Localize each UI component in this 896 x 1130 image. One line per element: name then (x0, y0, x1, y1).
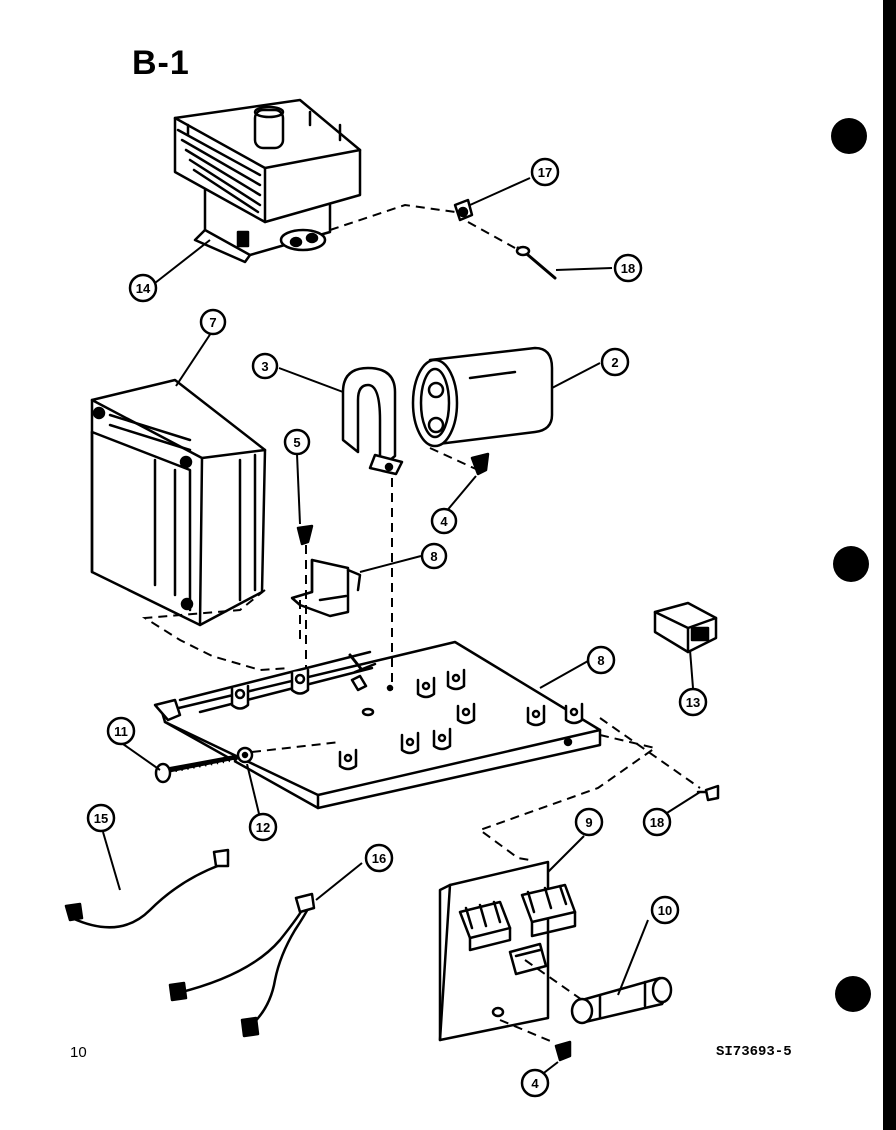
callout-8-plate: 8 (586, 645, 616, 675)
callout-label: 8 (430, 549, 437, 564)
assembly-guide-lines (141, 203, 701, 1044)
page-edge (883, 0, 896, 1130)
transformer-part (90, 378, 267, 627)
callout-18-top: 18 (613, 253, 643, 283)
binder-hole-middle (833, 546, 869, 582)
callout-label: 17 (538, 165, 552, 180)
base-plate-part (153, 640, 602, 810)
diagram-title: B-1 (132, 44, 190, 82)
binder-hole-bottom (835, 976, 871, 1012)
callout-18-lower: 18 (642, 807, 672, 837)
callout-label: 3 (261, 359, 268, 374)
callout-2: 2 (600, 347, 630, 377)
callout-4-upper: 4 (430, 507, 458, 535)
filter-clip-part (453, 198, 474, 222)
callout-7: 7 (199, 308, 227, 336)
callout-label: 18 (650, 815, 664, 830)
diagram-code: SI73693-5 (716, 1044, 792, 1060)
callout-label: 14 (136, 281, 151, 296)
connector-part (653, 601, 718, 654)
callout-label: 2 (611, 355, 618, 370)
washer-part (236, 746, 254, 764)
callout-16: 16 (364, 843, 394, 873)
callout-label: 5 (293, 435, 300, 450)
callout-label: 8 (597, 653, 604, 668)
callout-label: 7 (209, 315, 216, 330)
callout-5: 5 (283, 428, 311, 456)
callout-label: 10 (658, 903, 672, 918)
capacitor-bracket-part (341, 366, 404, 476)
callout-balloons: 17 18 14 7 3 2 5 4 8 8 13 11 12 18 15 16… (86, 157, 708, 1098)
callout-14: 14 (128, 273, 158, 303)
screw-part-upper (470, 452, 490, 476)
wire-lead-15 (64, 848, 230, 929)
callout-15: 15 (86, 803, 116, 833)
screw-part-lower (554, 1040, 572, 1062)
callout-leaders (102, 177, 701, 1080)
callout-label: 4 (531, 1076, 539, 1091)
callout-label: 11 (114, 724, 128, 739)
fuse-holder-board-part (438, 860, 577, 1042)
callout-12: 12 (248, 812, 278, 842)
magnetron-part (173, 98, 362, 264)
callout-label: 13 (686, 695, 700, 710)
callout-label: 18 (621, 261, 635, 276)
callout-8-bracket: 8 (420, 542, 448, 570)
bolt-part (154, 755, 238, 784)
binder-hole-top (831, 118, 867, 154)
callout-9: 9 (574, 807, 604, 837)
callout-13: 13 (678, 687, 708, 717)
thermal-probe-part (515, 245, 557, 280)
screw-part-18 (696, 784, 720, 802)
mounting-bracket-part (290, 558, 362, 618)
wire-harness-16 (168, 892, 316, 1038)
callout-10: 10 (650, 895, 680, 925)
callout-17: 17 (530, 157, 560, 187)
callout-label: 16 (372, 851, 386, 866)
page-number: 10 (70, 1044, 87, 1061)
callout-3: 3 (251, 352, 279, 380)
callout-label: 12 (256, 820, 270, 835)
screw-part-5 (296, 524, 314, 546)
callout-label: 15 (94, 811, 108, 826)
callout-11: 11 (106, 716, 136, 746)
callout-4-lower: 4 (520, 1068, 550, 1098)
fuse-part (570, 976, 673, 1025)
callout-label: 4 (440, 514, 448, 529)
callout-label: 9 (585, 815, 592, 830)
hv-capacitor-part (411, 346, 554, 448)
